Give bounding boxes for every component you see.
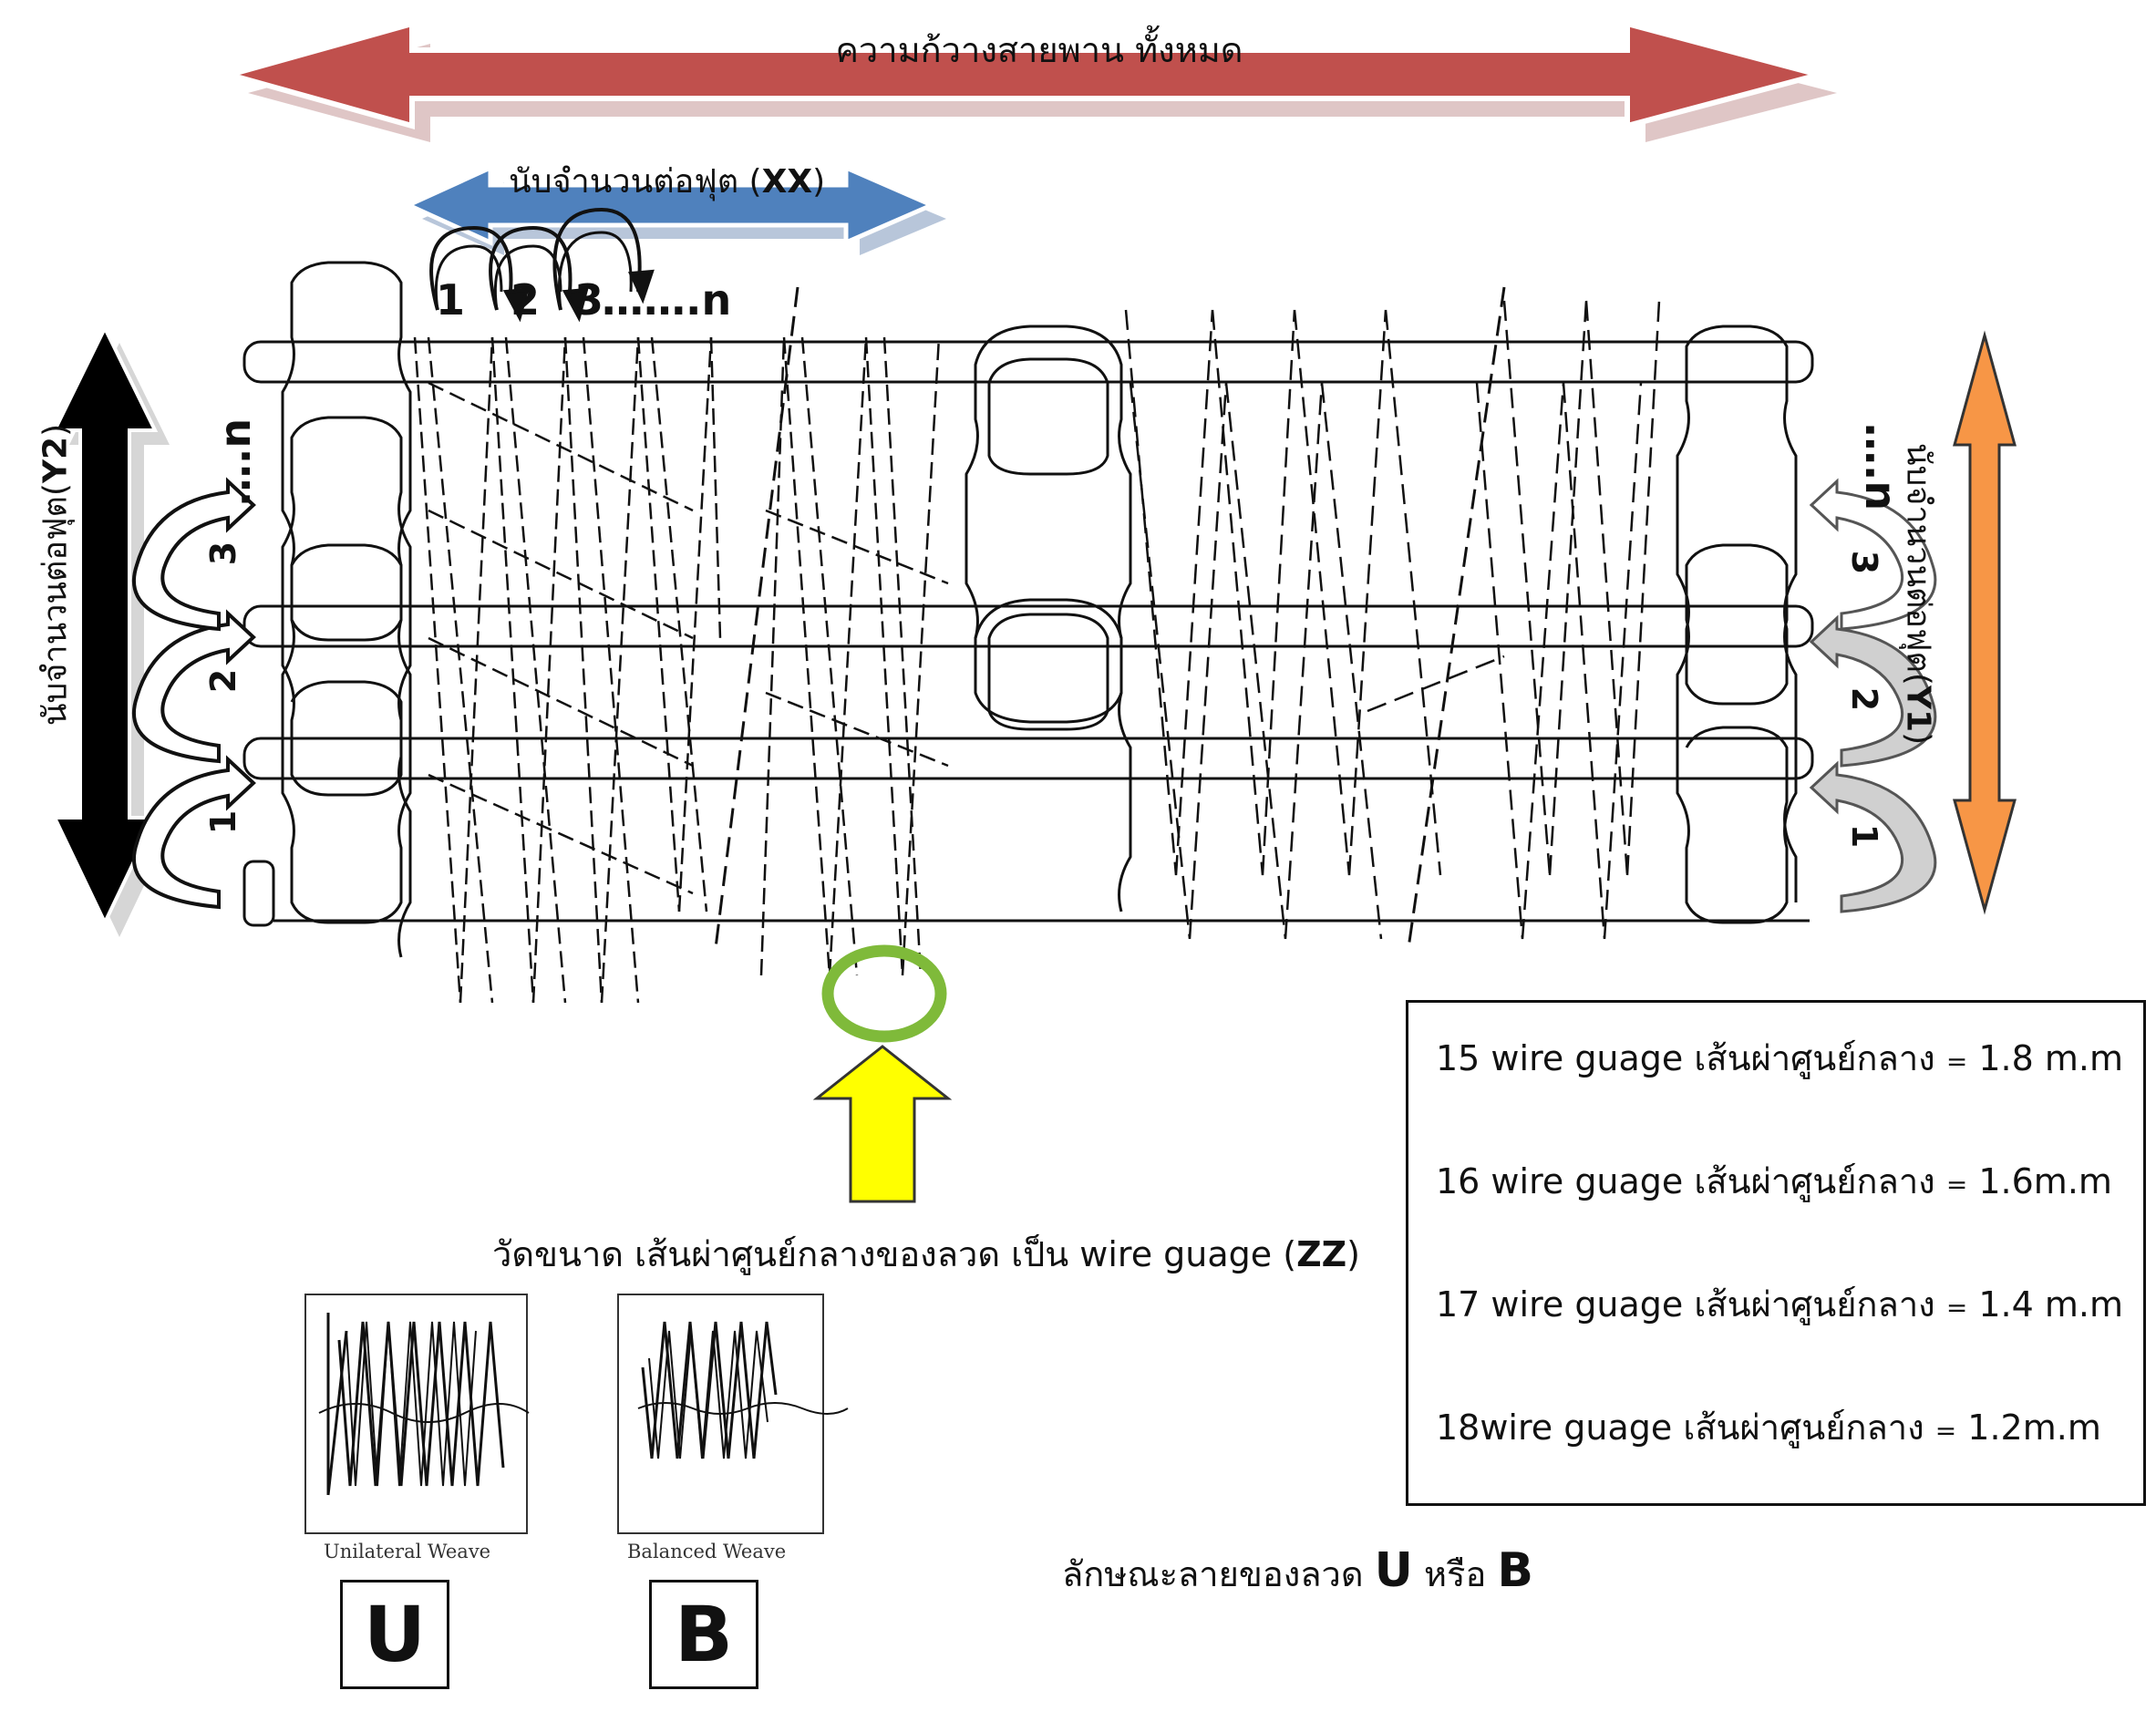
measure-suffix: ) [1346, 1234, 1360, 1274]
wire-spec-desc: เส้นผ่าศูนย์กลาง [1694, 1038, 1935, 1078]
wire-spec-gauge: 18wire guage [1436, 1407, 1673, 1448]
y2-code: Y2 [36, 436, 75, 484]
right-count-2: 2 [1844, 686, 1885, 712]
wire-spec-value: 1.8 m.m [1978, 1038, 2123, 1078]
left-count-n: ….n [211, 418, 261, 507]
left-count-3: 3 [203, 541, 244, 566]
left-chain-links [281, 261, 412, 958]
xx-count-label: นับจำนวนต่อฟุต (XX) [509, 155, 825, 207]
spiral-section-right [1124, 300, 1661, 940]
y2-prefix: นับจำนวนต่อฟุต( [36, 483, 75, 727]
measure-pointer [812, 944, 953, 1203]
y2-count-label: นับจำนวนต่อฟุต(Y2) [29, 384, 81, 767]
wire-spec-row: 18wire guage เส้นผ่าศูนย์กลาง = 1.2m.m [1436, 1399, 2101, 1455]
wire-spec-gauge: 17 wire guage [1436, 1284, 1684, 1325]
top-count-2: 2 [511, 275, 541, 325]
total-width-arrow [219, 20, 1837, 142]
balanced-weave-sample [617, 1294, 849, 1534]
wire-spec-eq: = [1934, 1416, 1957, 1446]
wire-spec-eq: = [1945, 1293, 1968, 1323]
conveyor-belt-drawing [242, 261, 1814, 1004]
xx-suffix: ) [812, 163, 826, 201]
left-count-curls [131, 477, 256, 910]
wire-gauge-table: 15 wire guage เส้นผ่าศูนย์กลาง = 1.8 m.m… [1406, 1000, 2146, 1506]
wire-spec-row: 15 wire guage เส้นผ่าศูนย์กลาง = 1.8 m.m [1436, 1030, 2123, 1086]
top-count-curls [429, 207, 655, 323]
weave-u-box: U [340, 1580, 449, 1689]
wire-spec-value: 1.2m.m [1967, 1407, 2101, 1448]
wire-spec-gauge: 15 wire guage [1436, 1038, 1684, 1078]
y1-code: Y1 [1899, 685, 1937, 733]
right-count-curls [1809, 478, 1937, 913]
middle-chain-links [965, 325, 1132, 912]
balanced-weave-caption: Balanced Weave [627, 1541, 787, 1562]
measure-prefix: วัดขนาด เส้นผ่าศูนย์กลางของลวด เป็น wire… [492, 1234, 1297, 1274]
wire-spec-value: 1.6m.m [1978, 1161, 2112, 1201]
wire-spec-value: 1.4 m.m [1978, 1284, 2123, 1325]
xx-code: XX [761, 163, 813, 201]
left-count-1: 1 [203, 809, 244, 835]
y1-suffix: ) [1899, 732, 1937, 746]
left-count-2: 2 [203, 668, 244, 694]
top-count-n: …….n [602, 275, 732, 325]
right-count-1: 1 [1844, 823, 1885, 849]
top-count-3: 3 [574, 275, 604, 325]
top-count-1: 1 [436, 275, 466, 325]
unilateral-weave-caption: Unilateral Weave [324, 1541, 491, 1562]
total-width-label: ความก้วางสายพาน ทั้งหมด [835, 30, 1243, 70]
pattern-or: หรือ [1423, 1554, 1487, 1594]
measure-code: ZZ [1296, 1234, 1347, 1274]
right-count-3: 3 [1844, 550, 1885, 575]
wire-spec-row: 17 wire guage เส้นผ่าศูนย์กลาง = 1.4 m.m [1436, 1276, 2123, 1332]
xx-count-arrow [402, 164, 946, 255]
unilateral-weave-sample [304, 1294, 530, 1534]
wire-spec-gauge: 16 wire guage [1436, 1161, 1684, 1201]
right-chain-links [1676, 325, 1798, 924]
break-lines [714, 286, 1506, 949]
pattern-label: ลักษณะลายของลวด U หรือ B [1062, 1543, 1533, 1602]
wire-spec-eq: = [1945, 1170, 1968, 1200]
y2-suffix: ) [36, 423, 75, 437]
y1-count-arrow [1953, 330, 2017, 915]
measure-label: วัดขนาด เส้นผ่าศูนย์กลางของลวด เป็น wire… [492, 1226, 1360, 1282]
wire-spec-desc: เส้นผ่าศูนย์กลาง [1694, 1284, 1935, 1325]
pattern-b: B [1497, 1543, 1533, 1598]
pattern-u: U [1374, 1543, 1413, 1598]
wire-spec-row: 16 wire guage เส้นผ่าศูนย์กลาง = 1.6m.m [1436, 1153, 2112, 1209]
right-count-n: ….n [1856, 422, 1906, 511]
wire-spec-desc: เส้นผ่าศูนย์กลาง [1694, 1161, 1935, 1201]
weave-b-box: B [649, 1580, 758, 1689]
wire-spec-eq: = [1945, 1046, 1968, 1077]
xx-prefix: นับจำนวนต่อฟุต ( [509, 163, 762, 201]
wire-spec-desc: เส้นผ่าศูนย์กลาง [1683, 1407, 1924, 1448]
spiral-section-left [413, 336, 949, 1004]
pattern-text: ลักษณะลายของลวด [1062, 1554, 1364, 1594]
y2-count-arrow [51, 324, 170, 937]
